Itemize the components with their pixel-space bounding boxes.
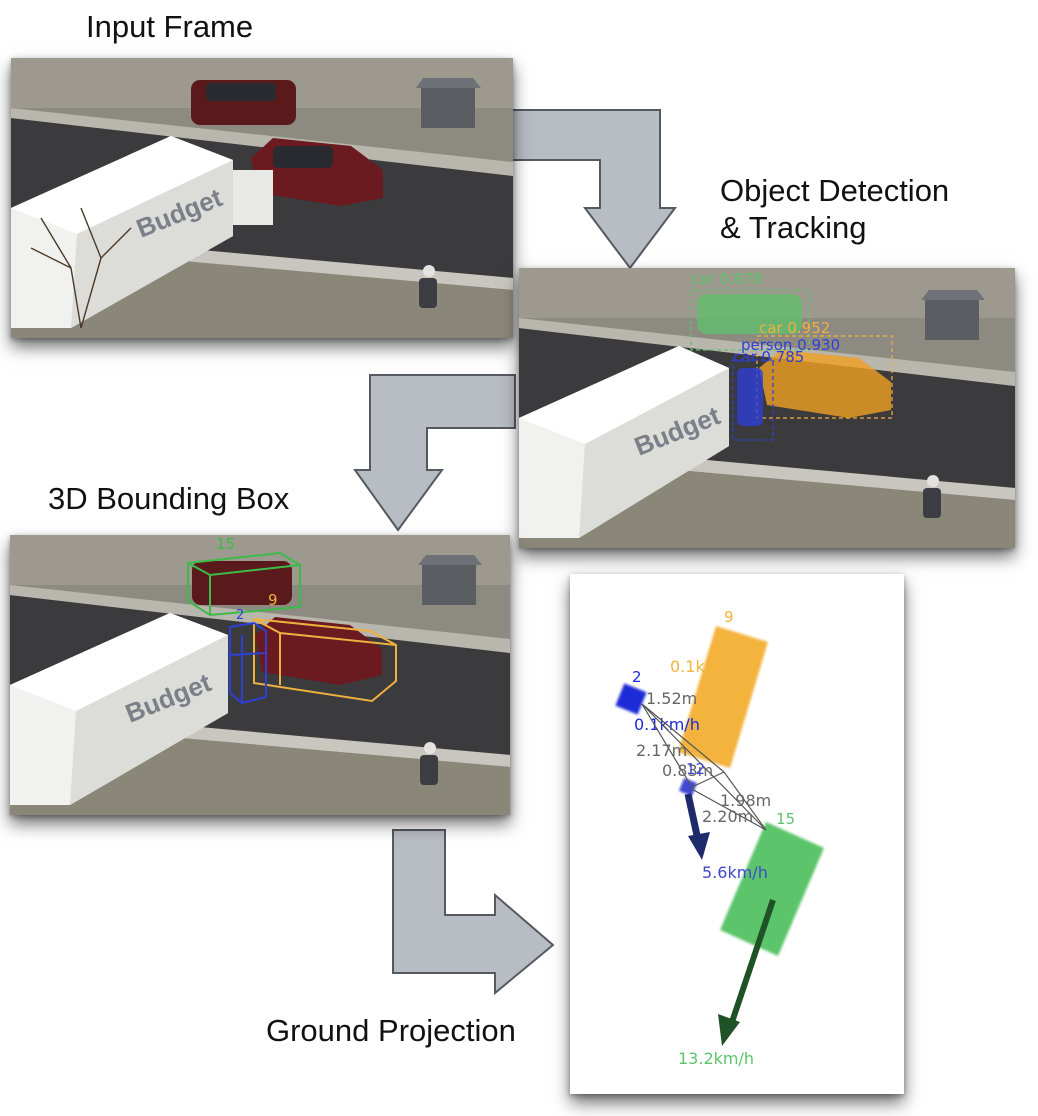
dumpster bbox=[418, 555, 482, 605]
distance-label-4: 1.98m bbox=[720, 791, 771, 810]
flow-arrow-input-to-detection bbox=[505, 109, 677, 270]
ground-object-15-speed: 13.2km/h bbox=[678, 1049, 754, 1068]
tree-branches bbox=[30, 207, 132, 329]
distance-label-1: 1.52m bbox=[646, 689, 697, 708]
ground-object-2-id: 2 bbox=[632, 668, 642, 686]
flow-arrow-bbox3d-to-ground bbox=[392, 829, 555, 996]
ground-object-15-id: 15 bbox=[776, 810, 795, 828]
car-mask-green bbox=[690, 289, 810, 351]
input-frame-panel: Budget bbox=[11, 58, 513, 338]
flow-arrow-detection-to-bbox3d bbox=[353, 374, 516, 532]
dumpster bbox=[416, 78, 481, 128]
bbox3d-green bbox=[187, 551, 301, 617]
bbox3d-orange bbox=[253, 617, 397, 703]
input-frame-label: Input Frame bbox=[86, 9, 254, 44]
box-truck: Budget bbox=[10, 613, 228, 805]
ground-object-9-id: 9 bbox=[724, 608, 734, 626]
detection-image: Budget car 0.878 car 0.952 person 0.930 … bbox=[519, 268, 1015, 548]
detection-label-car-green: car 0.878 bbox=[691, 270, 762, 288]
object-detection-label: Object Detection & Tracking bbox=[720, 172, 949, 246]
detection-label-car-orange: car 0.952 bbox=[759, 319, 830, 337]
object-detection-label-line1: Object Detection bbox=[720, 173, 950, 208]
detection-panel: Budget car 0.878 car 0.952 person 0.930 … bbox=[519, 268, 1015, 548]
box-truck: Budget bbox=[11, 136, 273, 328]
input-frame-image: Budget bbox=[11, 58, 513, 338]
ground-projection-plot: 9 0.1km/h 15 2 0.1km/h 1.52m 2.17m 0.83m… bbox=[615, 608, 824, 1068]
bbox3d-blue bbox=[229, 621, 267, 705]
dumpster bbox=[921, 290, 985, 340]
ground-projection-panel: 9 0.1km/h 15 2 0.1km/h 1.52m 2.17m 0.83m… bbox=[570, 574, 904, 1094]
distance-label-5: 2.20m bbox=[702, 807, 753, 826]
box-truck: Budget bbox=[519, 346, 729, 538]
distance-label-2: 2.17m bbox=[636, 741, 687, 760]
bbox3d-id-blue: 2 bbox=[236, 608, 244, 623]
detection-label-car-blue: car 0.785 bbox=[733, 348, 804, 366]
detection-label-person: person 0.930 bbox=[741, 336, 840, 354]
bbox3d-image: Budget 15 9 2 bbox=[10, 535, 510, 815]
ground-object-12 bbox=[678, 777, 698, 797]
ground-object-2 bbox=[615, 683, 647, 715]
ground-object-9-speed: 0.1km/h bbox=[670, 657, 736, 676]
ground-object-15 bbox=[720, 822, 824, 956]
bbox3d-panel: Budget 15 9 2 bbox=[10, 535, 510, 815]
ground-object-9 bbox=[678, 626, 768, 768]
bbox3d-label: 3D Bounding Box bbox=[48, 481, 290, 516]
bbox3d-id-green: 15 bbox=[216, 535, 235, 553]
ground-object-12-speed: 5.6km/h bbox=[702, 863, 768, 882]
velocity-arrow-15 bbox=[718, 899, 776, 1046]
car-maroon-suv bbox=[191, 80, 296, 125]
person-walking bbox=[419, 265, 437, 308]
person-walking bbox=[923, 475, 941, 518]
object-detection-label-line2: & Tracking bbox=[720, 210, 867, 246]
ground-object-12-id: 12 bbox=[686, 760, 705, 778]
distance-lines bbox=[641, 703, 767, 831]
person-walking bbox=[420, 742, 438, 785]
ground-projection-label: Ground Projection bbox=[266, 1013, 516, 1048]
velocity-arrow-12 bbox=[684, 793, 710, 860]
person-mask-blue bbox=[732, 359, 774, 441]
car-maroon-suv bbox=[192, 561, 292, 605]
distance-label-3: 0.83m bbox=[662, 761, 713, 780]
bbox3d-id-orange: 9 bbox=[268, 591, 278, 609]
car-maroon-sedan bbox=[251, 138, 383, 206]
